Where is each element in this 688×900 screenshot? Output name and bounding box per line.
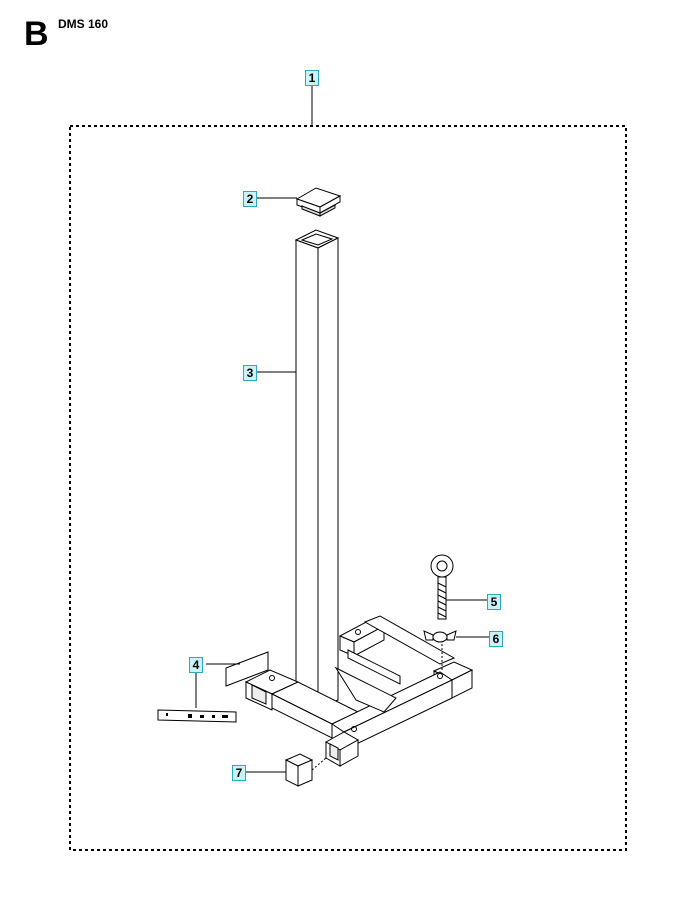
part-end-plug	[284, 753, 314, 787]
section-letter: B	[24, 15, 49, 53]
part-column	[294, 229, 340, 709]
callout-3: 3	[243, 365, 257, 381]
callout-7: 7	[232, 765, 246, 781]
assembly-boundary	[69, 125, 627, 851]
plate-marks	[166, 713, 228, 718]
callout-4: 4	[189, 657, 203, 673]
part-base-frame	[244, 615, 474, 767]
callout-1: 1	[305, 70, 319, 86]
callout-5: 5	[487, 594, 501, 610]
plug-axis	[311, 757, 327, 771]
part-label-plates	[157, 651, 269, 723]
part-top-cap	[295, 187, 342, 217]
model-title: DMS 160	[58, 17, 109, 31]
callout-6: 6	[489, 631, 503, 647]
callout-2: 2	[243, 191, 257, 207]
part-wing-nut	[423, 630, 457, 643]
part-eye-bolt	[430, 554, 454, 620]
